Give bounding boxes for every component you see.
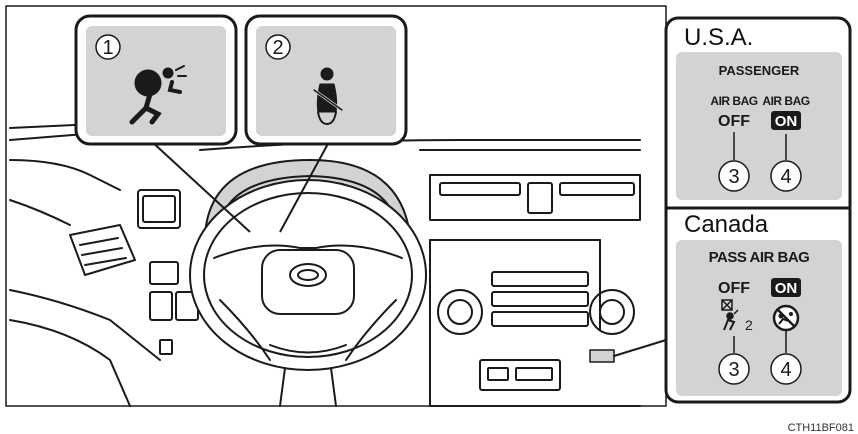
center-stack <box>430 175 640 406</box>
right-knob <box>590 290 634 334</box>
indicator-location <box>590 350 614 362</box>
canada-on-label: ON <box>775 280 798 297</box>
usa-region-label: U.S.A. <box>684 24 753 51</box>
canada-panel-title: PASS AIR BAG <box>709 249 810 266</box>
canada-callout-4: 4 <box>780 359 791 381</box>
canada-off-icon-sub: 2 <box>745 317 753 333</box>
callout-airbag-warning: 1 <box>76 16 236 144</box>
usa-panel-title: PASSENGER <box>719 63 800 78</box>
usa-callout-4: 4 <box>780 166 791 188</box>
occupant-airbag-on-icon <box>774 306 798 330</box>
usa-on-top: AIR BAG <box>762 94 809 108</box>
canada-callout-3: 3 <box>728 359 739 381</box>
usa-off-bottom: OFF <box>718 113 750 130</box>
callout-1-number: 1 <box>102 37 113 59</box>
callout-seatbelt-reminder: 2 <box>246 16 406 144</box>
left-knob <box>438 290 482 334</box>
canada-off-label: OFF <box>718 280 750 297</box>
indicator-inset: U.S.A. PASSENGER AIR BAG OFF AIR BAG ON … <box>666 18 850 402</box>
callout-2-number: 2 <box>272 37 283 59</box>
door-switch-panel <box>70 225 135 275</box>
usa-off-top: AIR BAG <box>710 94 757 108</box>
canada-region-label: Canada <box>684 211 769 238</box>
usa-callout-3: 3 <box>728 166 739 188</box>
usa-on-bottom: ON <box>775 113 798 130</box>
steering-wheel <box>190 180 426 406</box>
figure-code: CTH11BF081 <box>788 422 854 434</box>
